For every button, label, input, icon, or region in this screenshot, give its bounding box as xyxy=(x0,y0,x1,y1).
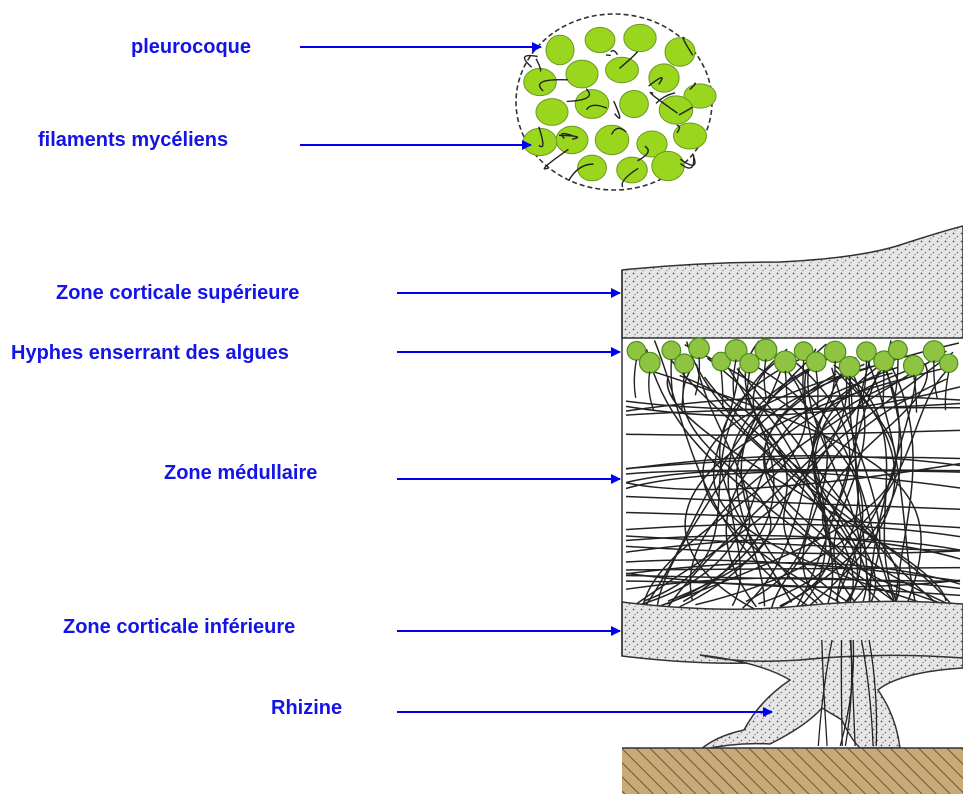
algae-cell xyxy=(585,27,615,52)
algal-cell xyxy=(740,354,759,373)
algae-cell xyxy=(566,60,598,88)
label-mycelial-filaments: filaments mycéliens xyxy=(38,128,228,152)
algal-cell xyxy=(839,356,860,377)
thallus-cross-section-illustration xyxy=(622,226,963,794)
label-pleurococcus: pleurocoque xyxy=(131,35,251,59)
algal-cell xyxy=(940,354,958,372)
algae-cell xyxy=(649,64,679,92)
algal-cell xyxy=(675,354,694,373)
algae-cell xyxy=(673,123,706,149)
pleurococcus-cluster-illustration xyxy=(516,14,716,190)
label-rhizine: Rhizine xyxy=(271,696,342,720)
hypha-strand xyxy=(803,360,804,398)
algal-cell xyxy=(806,352,826,372)
algal-cell xyxy=(889,341,908,360)
algae-cell xyxy=(575,90,609,119)
algae-cell xyxy=(578,155,607,181)
algal-cell xyxy=(857,342,876,361)
label-lower-cortex: Zone corticale inférieure xyxy=(63,615,295,639)
algal-cell xyxy=(755,339,777,361)
algae-cell xyxy=(606,57,639,82)
label-algal-hyphae: Hyphes enserrant des algues xyxy=(11,341,289,365)
label-upper-cortex: Zone corticale supérieure xyxy=(56,281,299,305)
algal-cell xyxy=(639,352,660,373)
algae-cell xyxy=(620,90,649,117)
algae-cell xyxy=(617,157,648,183)
algae-cell xyxy=(524,68,557,95)
algae-cell xyxy=(652,151,684,180)
label-medulla: Zone médullaire xyxy=(164,461,317,485)
algal-cell xyxy=(904,355,924,375)
algae-cell xyxy=(546,35,574,65)
algal-cell xyxy=(689,338,709,358)
algal-cell xyxy=(774,351,796,373)
algae-cell xyxy=(536,99,568,126)
algae-cell xyxy=(624,24,656,51)
algae-cell xyxy=(556,126,588,153)
